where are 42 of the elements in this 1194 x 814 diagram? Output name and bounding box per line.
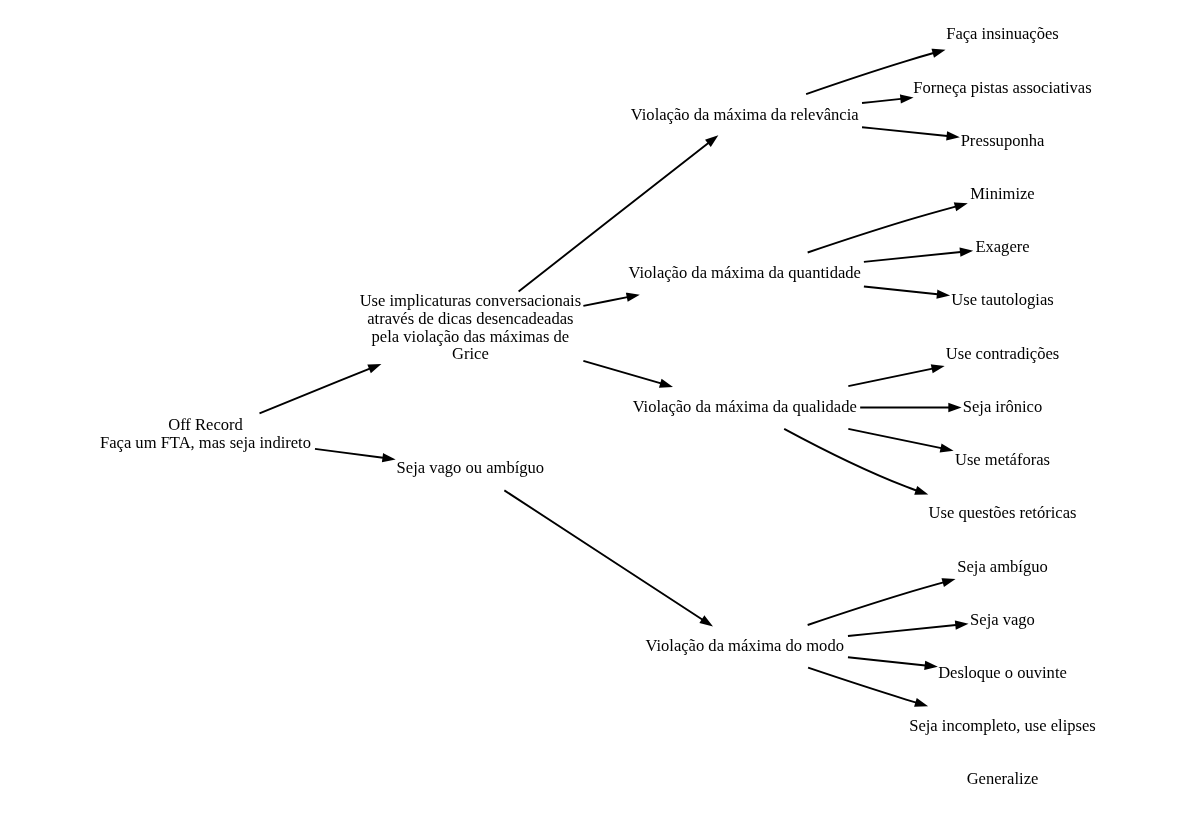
- node-text: Use metáforas: [954, 449, 1050, 469]
- node-text: Seja irônico: [962, 396, 1042, 416]
- arrow: [846, 619, 968, 637]
- arrow: [258, 363, 381, 414]
- arrow: [581, 359, 673, 388]
- arrow: [806, 201, 968, 253]
- node-text: Use tautologias: [950, 289, 1054, 309]
- node-text: Use questões retóricas: [928, 502, 1076, 522]
- node-text: Seja vago: [969, 609, 1035, 629]
- node-text: Seja vago ou ambíguo: [396, 457, 544, 477]
- node-text: Off Record Faça um FTA, mas seja indireto: [99, 414, 311, 452]
- arrow: [846, 655, 938, 670]
- arrow: [782, 427, 928, 495]
- arrow: [846, 427, 954, 453]
- arrow: [804, 48, 945, 95]
- arrow: [862, 285, 950, 299]
- node-text: Exagere: [974, 236, 1030, 256]
- node-text: Desloque o ouvinte: [937, 662, 1067, 682]
- arrow: [860, 93, 914, 104]
- node-text: Violação da máxima da quantidade: [628, 262, 861, 282]
- node-text: Violação da máxima da relevância: [630, 104, 859, 124]
- arrow: [862, 246, 973, 263]
- arrow: [846, 363, 945, 387]
- arrow: [860, 125, 960, 140]
- node-text: Seja ambíguo: [956, 556, 1048, 576]
- arrow: [581, 292, 640, 307]
- node-text: Minimize: [969, 183, 1035, 203]
- node-text: Seja incompleto, use elipses: [908, 715, 1096, 735]
- node-text: Use implicaturas conversacionais através de dicas desencadeadas pela violação das máximas de Grice: [359, 290, 581, 363]
- arrow: [806, 577, 956, 626]
- arrow: [858, 402, 962, 412]
- node-text: Forneça pistas associativas: [912, 77, 1092, 97]
- node-text: Faça insinuações: [945, 23, 1059, 43]
- arrow: [806, 666, 928, 707]
- arrow: [502, 488, 713, 626]
- label: Generalize: [966, 768, 1038, 788]
- node-text: Violação da máxima do modo: [645, 635, 844, 655]
- arrow: [517, 134, 718, 292]
- node-text: Pressuponha: [960, 130, 1044, 150]
- arrow: [313, 447, 396, 462]
- node-text: Use contradições: [945, 343, 1059, 363]
- node-text: Violação da máxima da qualidade: [632, 396, 857, 416]
